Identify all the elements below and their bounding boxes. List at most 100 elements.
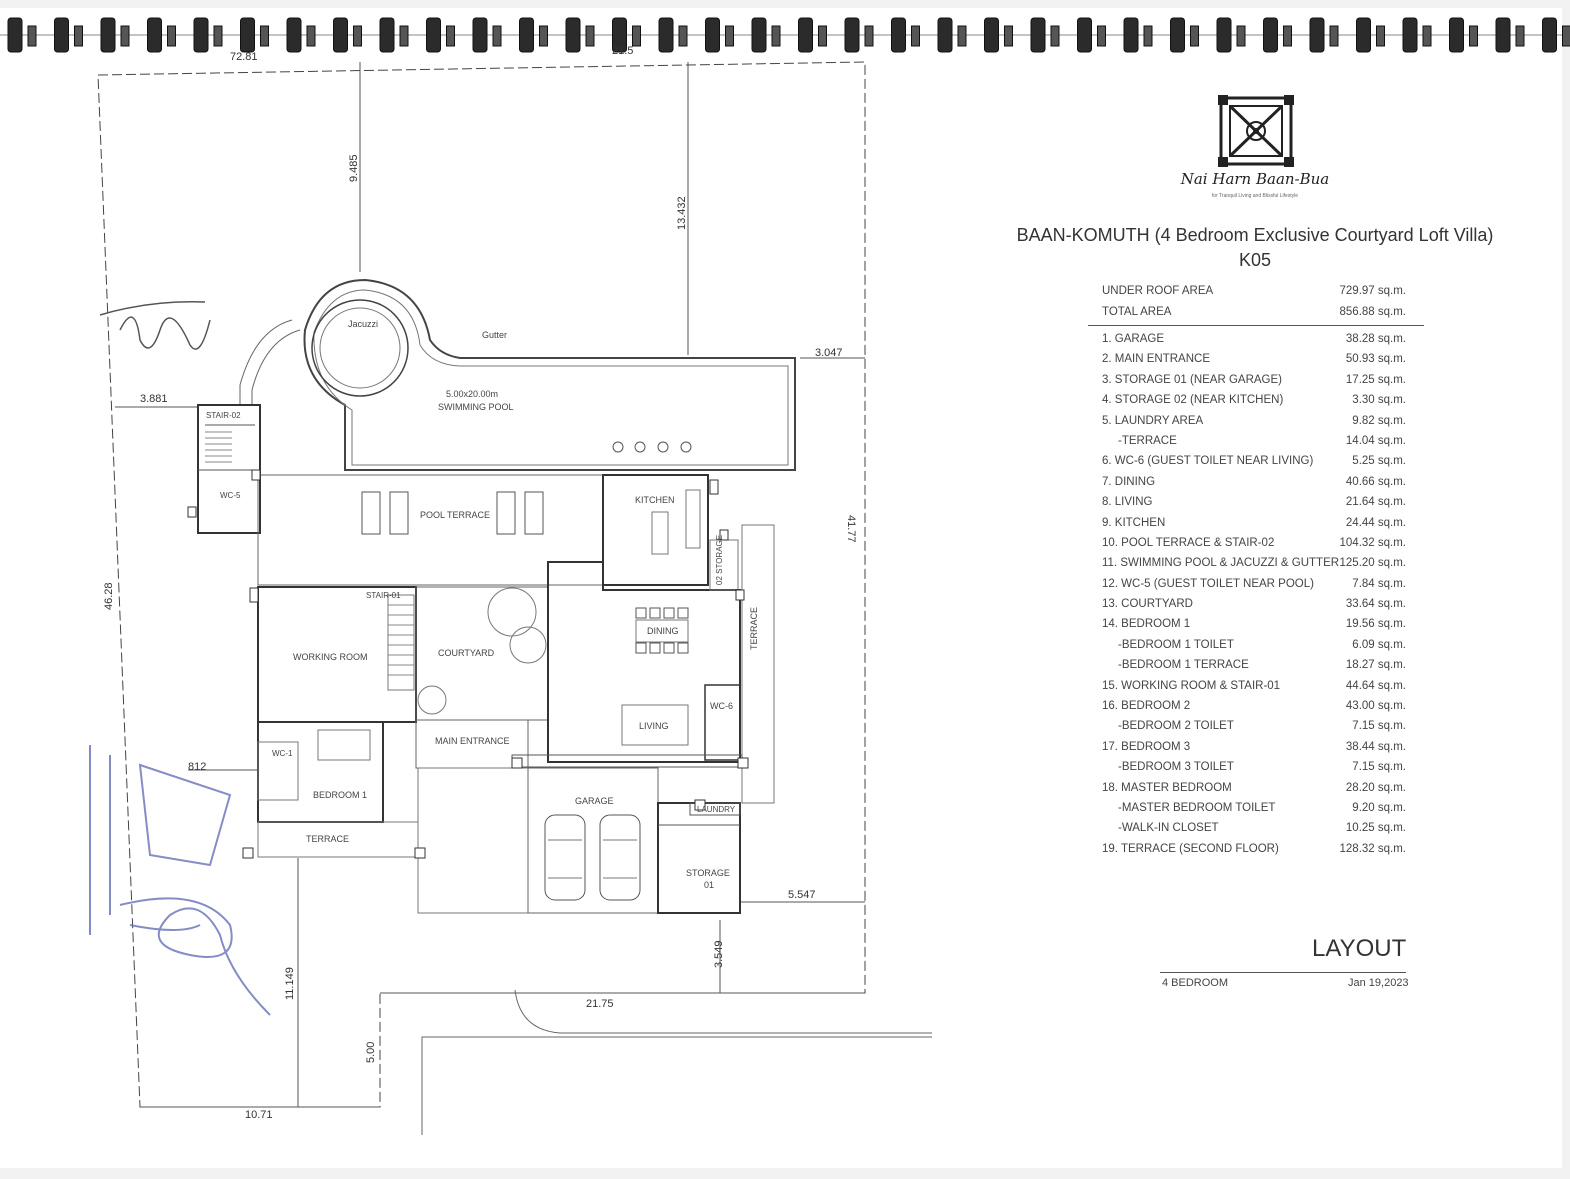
binding-ring [54,17,69,53]
binding-ring [565,17,581,53]
binding-ring [1077,17,1092,53]
brand-name: Nai Harn Baan-Bua [1180,170,1330,188]
label-living: LIVING [639,721,669,731]
label-wc5: WC-5 [220,491,241,500]
area-value: 9.20 sq.m. [1352,801,1406,814]
binding-hole [1329,25,1339,47]
area-value: 21.64 sq.m. [1345,496,1406,509]
label-storage01-a: STORAGE [686,868,730,878]
binding-hole [306,25,316,47]
area-value: 7.15 sq.m. [1352,761,1406,774]
area-label: -BEDROOM 1 TOILET [1118,638,1234,651]
area-value: 5.25 sq.m. [1352,455,1406,468]
area-label: 5. LAUNDRY AREA [1102,414,1204,427]
label-terrace-right: TERRACE [749,607,759,650]
binding-ring [1495,17,1511,53]
dim-13432: 13.432 [676,196,688,230]
label-jacuzzi: Jacuzzi [348,319,378,329]
area-value: 43.00 sq.m. [1345,700,1406,713]
label-working-room: WORKING ROOM [293,652,368,662]
title-block: Nai Harn Baan-Bua for Tranquil Living an… [1000,90,1520,1010]
binding-hole [911,25,920,47]
area-value: 104.32 sq.m. [1339,536,1406,549]
area-value: 7.84 sq.m. [1352,577,1406,590]
binding-ring [100,17,116,53]
binding-hole [678,25,688,47]
summary-row: TOTAL AREA 856.88 sq.m. [1102,306,1406,318]
dim-9485: 9.485 [348,154,360,182]
area-label: -TERRACE [1118,434,1177,447]
area-value: 50.93 sq.m. [1345,353,1406,366]
summary-row: UNDER ROOF AREA 729.97 sq.m. [1102,285,1406,297]
binding-ring [1449,17,1464,53]
binding-ring [798,17,813,53]
binding-ring [472,17,488,53]
binding-ring [379,17,395,53]
binding-hole [1422,25,1432,47]
dim-812: 812 [188,761,206,773]
area-label: 13. COURTYARD [1102,598,1193,611]
binding-hole [585,25,595,47]
binding-ring [1216,17,1232,53]
area-value: 18.27 sq.m. [1345,659,1406,672]
dim-11149: 11.149 [284,967,296,1000]
area-value: 17.25 sq.m. [1345,373,1406,386]
floor-plan: 72.81 21.5 9.485 13.432 3.047 3.881 41.7… [97,45,932,1135]
area-value: 38.28 sq.m. [1345,333,1406,345]
divider [1088,325,1424,326]
area-label: 7. DINING [1102,475,1156,488]
area-label: 11. SWIMMING POOL & JACUZZI & GUTTER [1102,557,1340,570]
binding-hole [1190,25,1199,47]
project-title: BAAN-KOMUTH (4 Bedroom Exclusive Courtya… [1016,225,1494,245]
area-value: 40.66 sq.m. [1345,475,1406,488]
binding-hole [120,25,130,47]
binding-ring [426,17,441,53]
binding-ring [891,17,906,53]
dim-4628: 46.28 [103,582,115,610]
area-value: 3.30 sq.m. [1352,394,1406,407]
dim-500: 5.00 [365,1042,377,1063]
area-row: 3. STORAGE 01 (NEAR GARAGE)17.25 sq.m. [1088,371,1424,391]
binding-hole [74,25,83,47]
label-main-entrance: MAIN ENTRANCE [435,736,510,746]
binding-hole [1004,25,1013,47]
area-value: 33.64 sq.m. [1345,598,1406,611]
binding-ring [1030,17,1046,53]
dim-2175: 21.75 [586,998,614,1010]
dim-1071: 10.71 [245,1109,273,1121]
area-label: -BEDROOM 3 TOILET [1118,761,1234,774]
label-stair01: STAIR-01 [366,591,401,600]
area-label: 15. WORKING ROOM & STAIR-01 [1102,679,1281,692]
binding-hole [1236,25,1246,47]
dim-4177: 41.77 [845,515,857,543]
label-storage02: 02 STORAGE [715,535,724,585]
binding-hole [539,25,548,47]
binding-ring [937,17,953,53]
binding-ring [705,17,720,53]
binding-hole [1097,25,1106,47]
label-dining: DINING [647,626,679,636]
binding-ring [1170,17,1185,53]
area-value: 24.44 sq.m. [1345,516,1406,529]
binding-ring [1356,17,1371,53]
area-label: -BEDROOM 1 TERRACE [1118,659,1249,672]
dim-3549: 3.549 [713,940,725,968]
area-label: 1. GARAGE [1102,333,1164,345]
area-value: 19.56 sq.m. [1345,618,1406,631]
binding-hole [1050,25,1060,47]
label-stair02: STAIR-02 [206,411,241,420]
binding-ring [1542,17,1557,53]
area-value: 28.20 sq.m. [1345,781,1406,794]
company-stamp [89,745,271,1016]
binding-hole [1376,25,1385,47]
label-bedroom1: BEDROOM 1 [313,790,367,800]
binding-hole [771,25,781,47]
binding-hole [1515,25,1525,47]
